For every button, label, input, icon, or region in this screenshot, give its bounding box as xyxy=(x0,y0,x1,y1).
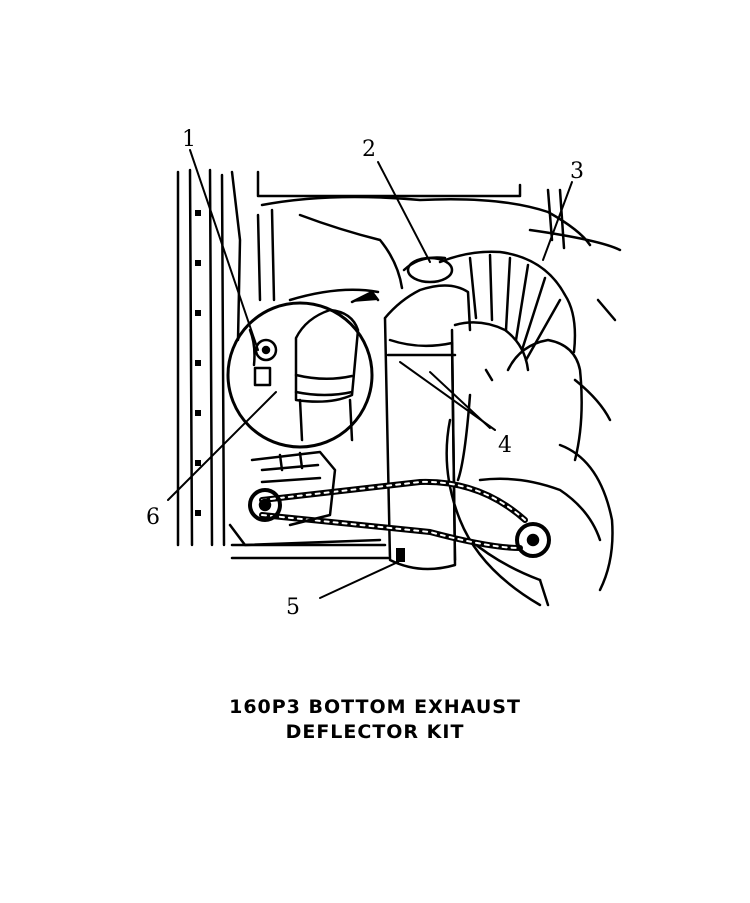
callout-5: 5 xyxy=(286,595,300,620)
leader-lines xyxy=(167,149,573,599)
callout-3: 3 xyxy=(570,159,584,184)
caption-title: 160P3 BOTTOM EXHAUST xyxy=(229,696,521,718)
detail-bubble xyxy=(226,288,380,449)
callout-2: 2 xyxy=(362,137,376,162)
callout-1: 1 xyxy=(182,127,196,152)
callout-4: 4 xyxy=(498,433,512,458)
idler-pulley xyxy=(515,522,551,558)
callout-6: 6 xyxy=(146,505,160,530)
exhaust-duct xyxy=(383,256,472,571)
cabinet-left-rail xyxy=(176,168,226,547)
drive-belt xyxy=(259,478,528,551)
motor-assembly xyxy=(228,450,390,560)
rear-panel xyxy=(230,170,622,342)
caption-subtitle: DEFLECTOR KIT xyxy=(285,721,465,743)
